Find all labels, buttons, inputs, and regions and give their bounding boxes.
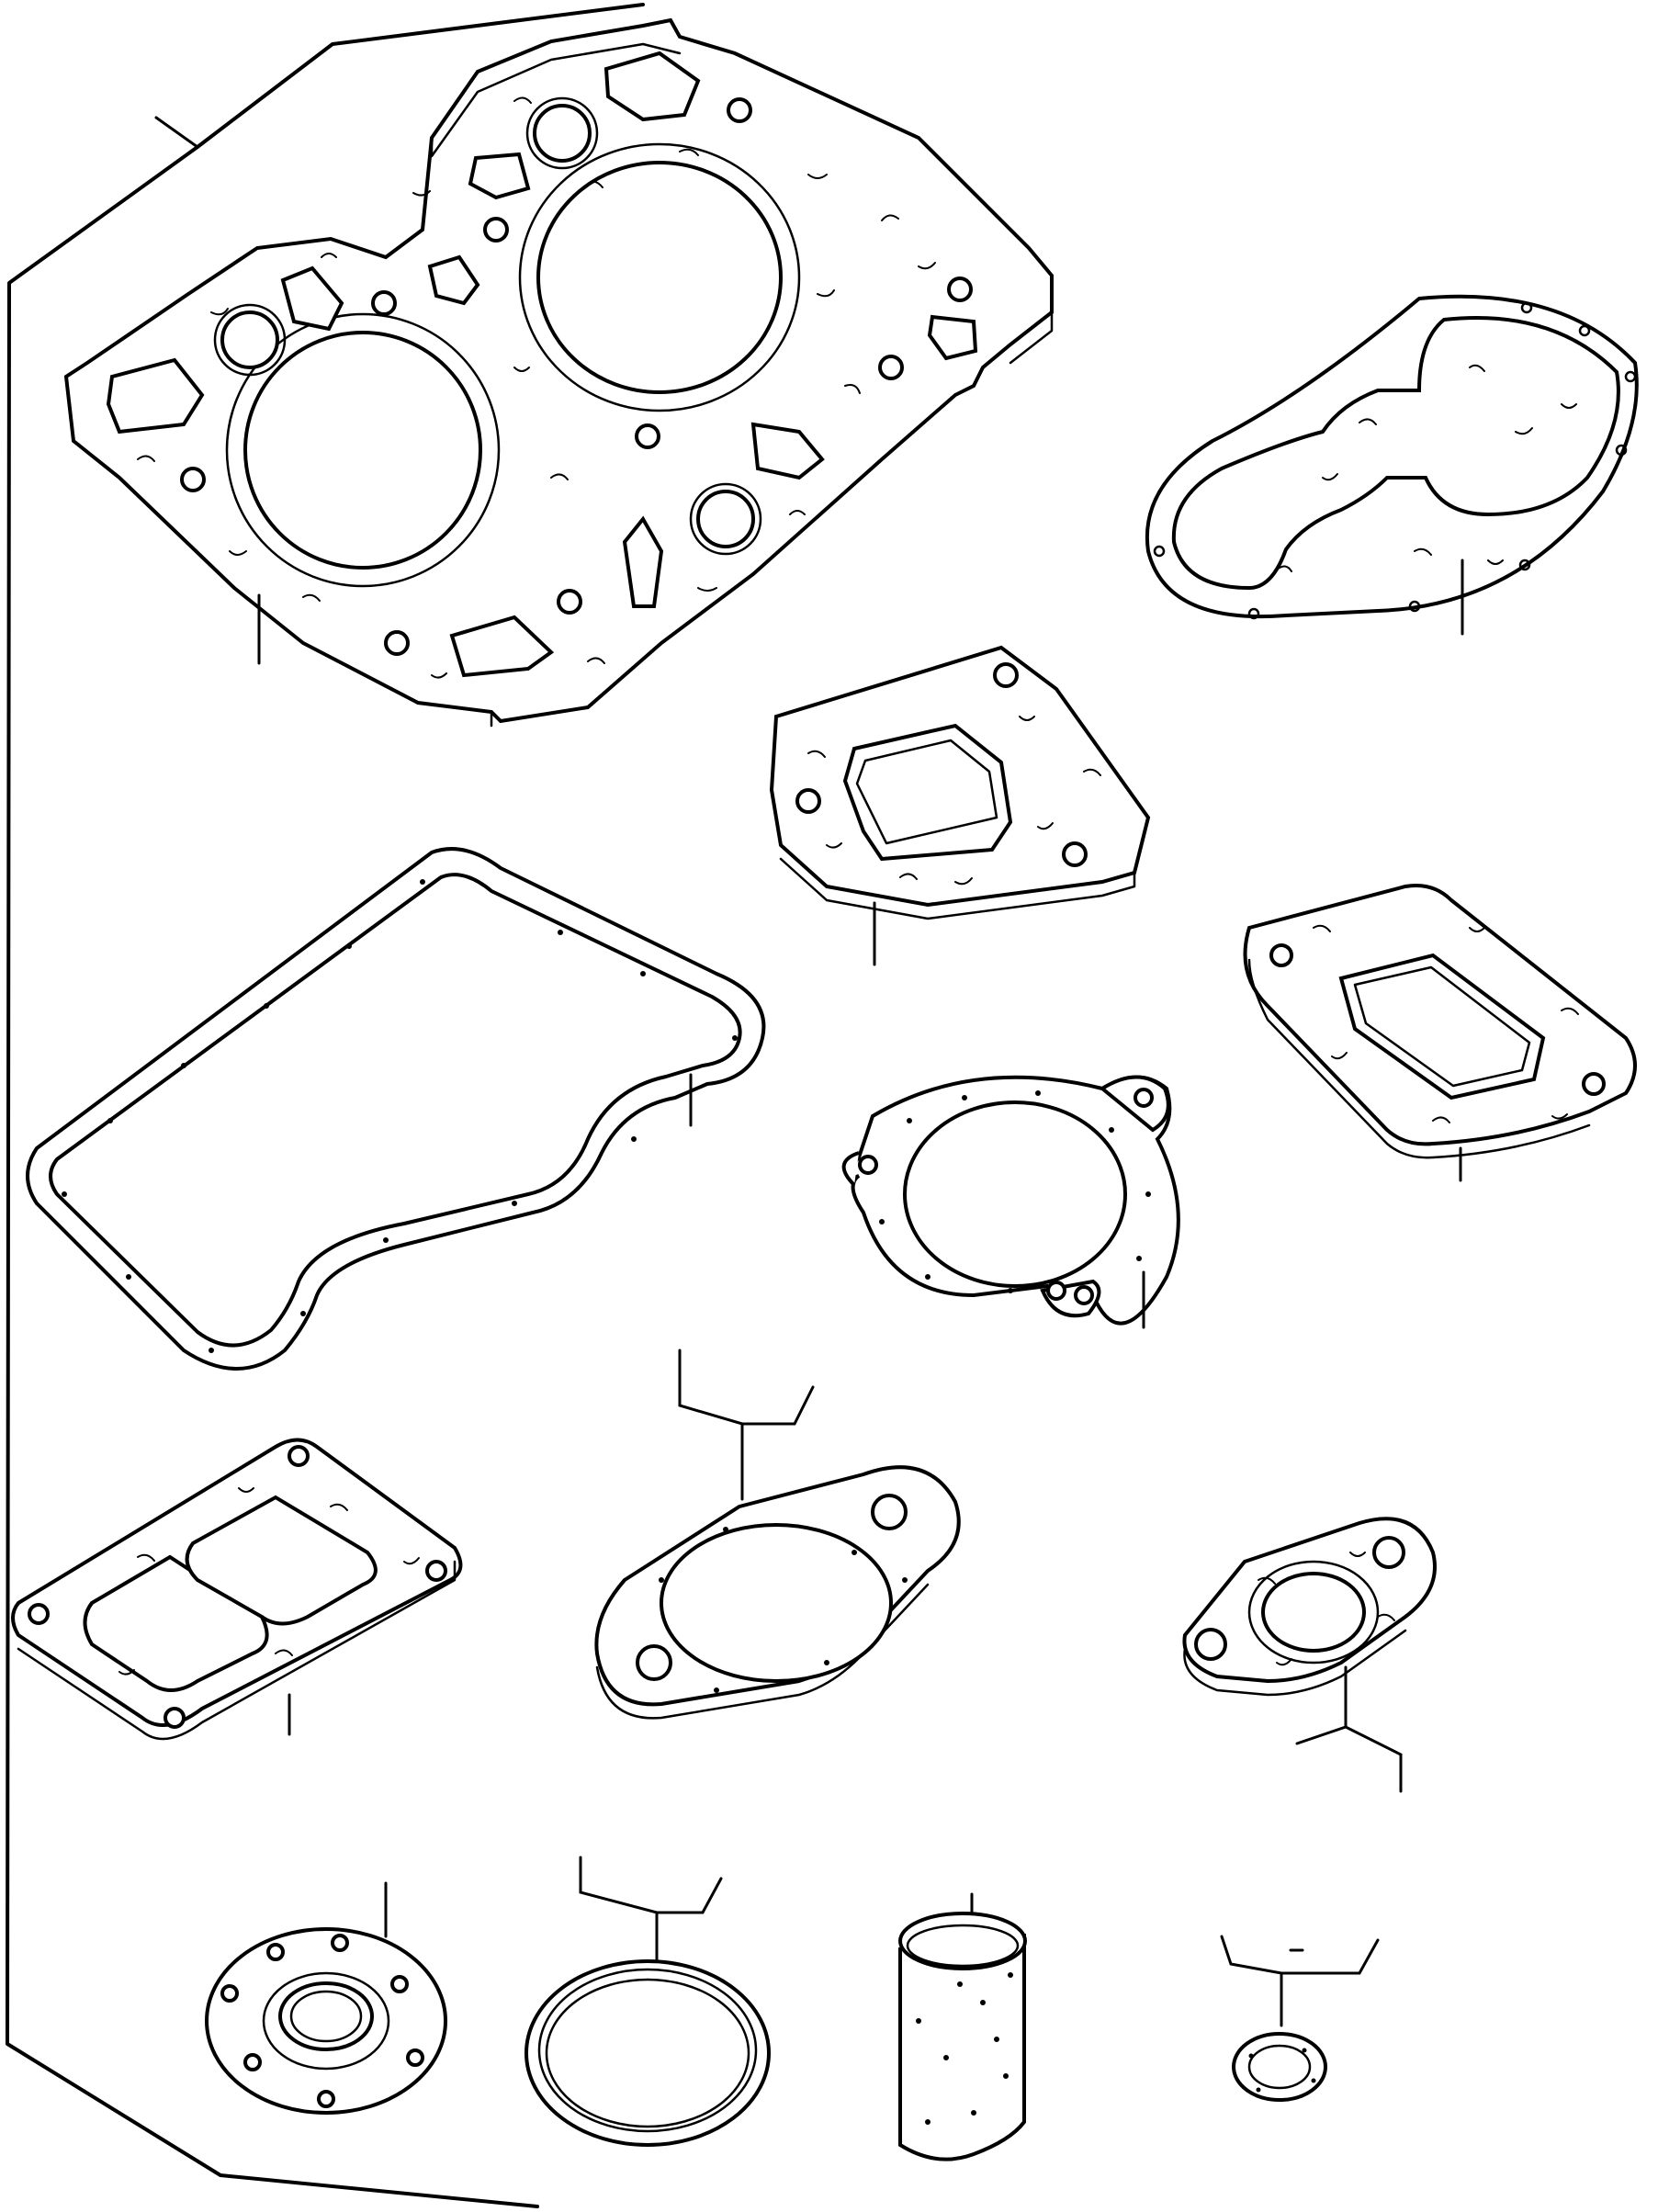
o-ring: [524, 1856, 771, 2147]
thermostat-gasket: [841, 1075, 1180, 1326]
valve-cover-side-gasket: [1145, 294, 1639, 620]
water-outlet-gasket: [769, 645, 1151, 920]
exhaust-flange-gasket: [1243, 884, 1637, 1159]
pipe-flange-gasket: [594, 1349, 961, 1720]
cylinder-head-gasket: [63, 17, 1054, 728]
group-bracket: [6, 3, 645, 2208]
leader-line: [1295, 1665, 1403, 1793]
sealing-washer: [1220, 1935, 1380, 2102]
intake-manifold-gasket: [11, 1438, 463, 1741]
small-flange-gasket: [1182, 1517, 1437, 1697]
sleeve: [898, 1892, 1027, 2161]
oil-seal-plate: [205, 1881, 447, 2115]
rocker-cover-gasket: [26, 847, 766, 1371]
